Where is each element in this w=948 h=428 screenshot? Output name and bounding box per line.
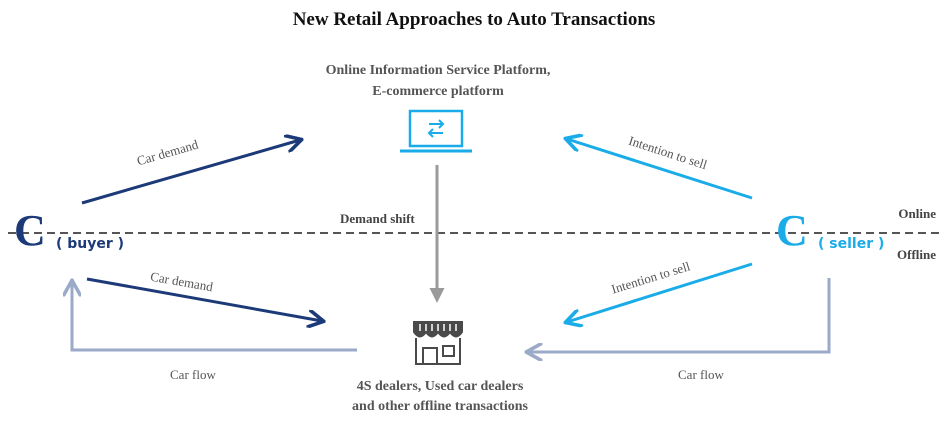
dealers-label: 4S dealers, Used car dealers and other o…: [280, 377, 600, 417]
seller-offline-intention-arrow: [567, 262, 753, 322]
dealers-label-line2: and other offline transactions: [352, 399, 528, 414]
dealers-label-line1: 4S dealers, Used car dealers: [356, 379, 524, 394]
platform-label: Online Information Service Platform, E-c…: [288, 60, 588, 102]
seller-online-intention-arrow: [567, 139, 753, 200]
buyer-role-label: ( buyer ): [56, 236, 125, 252]
car-flow-left-arrow: [72, 282, 357, 352]
car-flow-right-label: Car flow: [678, 367, 724, 382]
car-flow-right-arrow: [528, 278, 831, 352]
diagram-title: New Retail Approaches to Auto Transactio…: [292, 9, 656, 30]
platform-label-line1: Online Information Service Platform,: [325, 63, 551, 78]
demand-shift-label: Demand shift: [340, 211, 415, 226]
storefront-icon: [413, 321, 463, 365]
offline-label: Offline: [897, 247, 936, 262]
seller-role-label: ( seller ): [818, 236, 885, 252]
buyer-online-demand-arrow: [81, 140, 300, 205]
buyer-c-letter: C: [14, 206, 46, 255]
laptop-exchange-icon: [400, 109, 472, 153]
platform-label-line2: E-commerce platform: [372, 84, 504, 99]
buyer-offline-demand-arrow: [86, 277, 322, 321]
car-flow-left-label: Car flow: [170, 367, 216, 382]
seller-c-letter: C: [776, 206, 808, 255]
online-label: Online: [898, 206, 936, 221]
